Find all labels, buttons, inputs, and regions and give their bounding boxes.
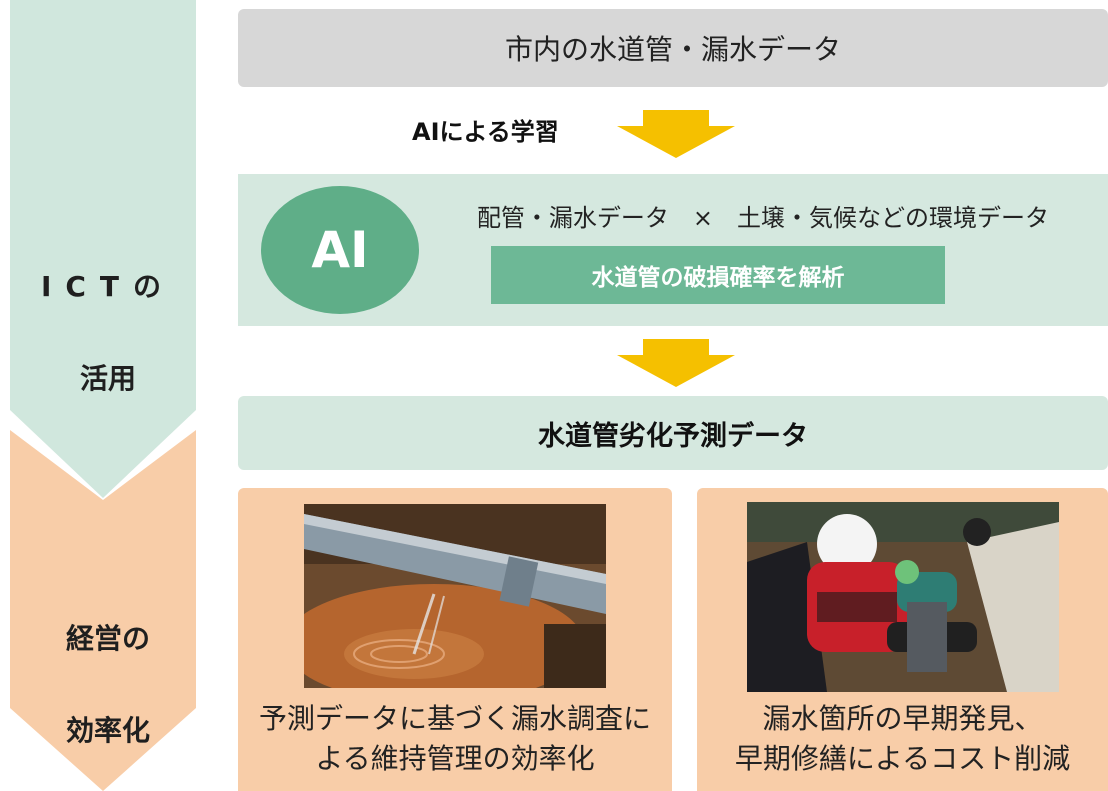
leak-survey-panel: 予測データに基づく漏水調査に よる維持管理の効率化 bbox=[238, 488, 672, 791]
water-pipe-data-box: 市内の水道管・漏水データ bbox=[238, 9, 1108, 87]
leak-survey-caption-line2: よる維持管理の効率化 bbox=[315, 742, 595, 775]
pipe-repair-worker-photo bbox=[747, 502, 1059, 692]
water-pipe-data-text: 市内の水道管・漏水データ bbox=[504, 33, 841, 66]
leak-survey-caption-line1: 予測データに基づく漏水調査に bbox=[258, 702, 651, 735]
keiei-label-line1: 経営の bbox=[65, 622, 150, 655]
early-repair-caption: 漏水箇所の早期発見、 早期修繕によるコスト削減 bbox=[697, 699, 1108, 779]
keiei-label-line2: 効率化 bbox=[65, 714, 150, 747]
leaking-pipe-photo bbox=[304, 504, 606, 688]
down-arrow-icon bbox=[617, 110, 735, 158]
ict-utilization-label: ICTの 活用 bbox=[8, 218, 208, 402]
breakage-probability-box: 水道管の破損確率を解析 bbox=[491, 246, 945, 304]
early-repair-caption-line1: 漏水箇所の早期発見、 bbox=[762, 702, 1043, 735]
ai-badge: AI bbox=[261, 186, 419, 314]
efficiency-arrow-shape bbox=[10, 430, 196, 791]
breakage-probability-text: 水道管の破損確率を解析 bbox=[591, 265, 845, 291]
deterioration-prediction-box: 水道管劣化予測データ bbox=[238, 396, 1108, 470]
ict-label-line1: ICT bbox=[40, 270, 134, 303]
ai-learning-label: AIによる学習 bbox=[412, 118, 559, 146]
deterioration-prediction-text: 水道管劣化予測データ bbox=[538, 420, 808, 452]
management-efficiency-label: 経営の 効率化 bbox=[8, 570, 208, 754]
down-arrow-icon bbox=[617, 339, 735, 387]
ict-label-line3: 活用 bbox=[79, 362, 136, 395]
early-repair-caption-line2: 早期修繕によるコスト削減 bbox=[734, 742, 1071, 775]
ai-input-data-text: 配管・漏水データ × 土壌・気候などの環境データ bbox=[476, 204, 1050, 232]
early-repair-panel: 漏水箇所の早期発見、 早期修繕によるコスト削減 bbox=[697, 488, 1108, 791]
ai-badge-text: AI bbox=[311, 221, 369, 279]
ict-label-line2: の bbox=[133, 270, 176, 303]
leak-survey-caption: 予測データに基づく漏水調査に よる維持管理の効率化 bbox=[238, 699, 672, 779]
ict-arrow-shape bbox=[10, 0, 196, 498]
left-flow-arrows bbox=[10, 0, 196, 791]
